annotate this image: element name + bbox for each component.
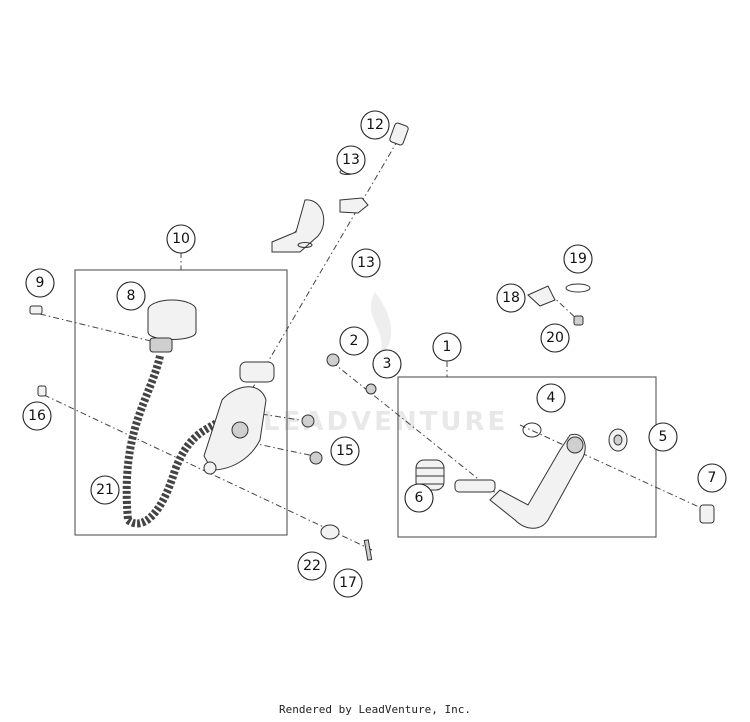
svg-text:19: 19 — [569, 251, 587, 267]
master-cylinder-top — [239, 361, 275, 383]
callout-16[interactable]: 16 — [22, 401, 52, 431]
svg-text:2: 2 — [350, 333, 359, 349]
washer-13b — [297, 242, 313, 248]
master-cylinder-mount — [203, 461, 217, 475]
circlip-4 — [522, 422, 542, 438]
callout-4[interactable]: 4 — [536, 383, 566, 413]
pushrod — [454, 479, 496, 493]
callout-12[interactable]: 12 — [360, 110, 390, 140]
svg-text:7: 7 — [708, 470, 717, 486]
footer-credit: Rendered by LeadVenture, Inc. — [278, 703, 472, 716]
svg-text:1: 1 — [443, 339, 452, 355]
callout-18[interactable]: 18 — [496, 283, 526, 313]
callout-21[interactable]: 21 — [90, 475, 120, 505]
box-assembly-1 — [397, 376, 657, 538]
bleeder-screw-12 — [389, 122, 409, 146]
watermark-text: LEADVENTURE — [263, 407, 508, 437]
reservoir-body-8 — [147, 310, 197, 340]
callout-1[interactable]: 1 — [432, 332, 462, 362]
watermark-flame-icon — [370, 292, 392, 360]
nut-3 — [365, 383, 377, 395]
callout-13-bottom[interactable]: 13 — [351, 248, 381, 278]
banjo-bolt — [339, 197, 369, 214]
bolt-2 — [326, 353, 340, 367]
callout-10[interactable]: 10 — [166, 224, 196, 254]
callout-13-top[interactable]: 13 — [336, 145, 366, 175]
leader-lines — [39, 139, 711, 551]
svg-text:17: 17 — [339, 575, 357, 591]
master-cylinder-assembly — [29, 299, 373, 561]
washer-22 — [320, 524, 340, 540]
brake-pedal-arm — [489, 433, 586, 529]
svg-text:21: 21 — [96, 482, 114, 498]
reservoir-outlet — [149, 337, 173, 353]
spring-19 — [565, 283, 591, 293]
svg-text:12: 12 — [366, 117, 384, 133]
svg-text:20: 20 — [546, 330, 564, 346]
callout-2[interactable]: 2 — [339, 326, 369, 356]
nut-15a — [301, 414, 315, 428]
svg-text:13: 13 — [357, 255, 375, 271]
callouts: 1 2 3 4 5 6 7 8 9 10 12 13 13 15 16 17 1… — [22, 110, 727, 598]
bolt-7 — [699, 504, 715, 524]
callout-15[interactable]: 15 — [330, 436, 360, 466]
callout-8[interactable]: 8 — [116, 281, 146, 311]
banjo-fitting — [271, 199, 325, 253]
bolt-20 — [573, 315, 584, 326]
bolt-16 — [37, 385, 47, 397]
svg-text:9: 9 — [36, 275, 45, 291]
callout-20[interactable]: 20 — [540, 323, 570, 353]
svg-text:16: 16 — [28, 408, 46, 424]
cotter-pin-17 — [363, 539, 373, 561]
bolt-9 — [29, 305, 43, 315]
callout-22[interactable]: 22 — [297, 551, 327, 581]
watermark: LEADVENTURE — [263, 292, 508, 437]
svg-text:3: 3 — [383, 356, 392, 372]
brake-line-assembly — [271, 122, 409, 253]
svg-text:5: 5 — [659, 429, 668, 445]
svg-text:10: 10 — [172, 231, 190, 247]
nut-15b — [309, 451, 323, 465]
master-cylinder-port — [231, 421, 249, 439]
svg-text:18: 18 — [502, 290, 520, 306]
reservoir-hose-21 — [122, 355, 164, 521]
svg-text:6: 6 — [415, 490, 424, 506]
svg-text:22: 22 — [303, 558, 321, 574]
svg-text:4: 4 — [547, 390, 556, 406]
callout-9[interactable]: 9 — [25, 268, 55, 298]
callout-3[interactable]: 3 — [372, 349, 402, 379]
callout-17[interactable]: 17 — [333, 568, 363, 598]
svg-text:15: 15 — [336, 443, 354, 459]
callout-7[interactable]: 7 — [697, 463, 727, 493]
callout-19[interactable]: 19 — [563, 244, 593, 274]
svg-text:13: 13 — [342, 152, 360, 168]
svg-text:8: 8 — [127, 288, 136, 304]
callout-6[interactable]: 6 — [404, 483, 434, 513]
bracket-18 — [527, 285, 556, 307]
pedal-pivot — [566, 436, 584, 454]
callout-5[interactable]: 5 — [648, 422, 678, 452]
brake-pedal-assembly — [326, 283, 715, 529]
